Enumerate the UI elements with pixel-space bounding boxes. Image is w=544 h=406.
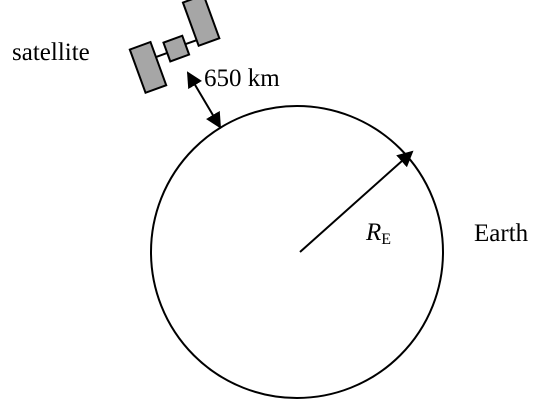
- earth-label: Earth: [474, 220, 529, 247]
- satellite-connector-right: [184, 39, 197, 46]
- earth-circle: [150, 105, 444, 399]
- radius-subscript: E: [381, 231, 391, 248]
- satellite-icon: [128, 0, 221, 95]
- radius-arrow: [299, 150, 414, 253]
- radius-label: RE: [365, 219, 391, 248]
- satellite-connector-left: [155, 52, 168, 59]
- satellite-body: [162, 34, 191, 63]
- altitude-label: 650 km: [204, 65, 280, 92]
- satellite-panel-left: [128, 40, 168, 95]
- altitude-arrow: [186, 71, 222, 129]
- radius-symbol: R: [365, 219, 381, 246]
- satellite-panel-right: [181, 0, 221, 48]
- satellite-label: satellite: [12, 39, 90, 66]
